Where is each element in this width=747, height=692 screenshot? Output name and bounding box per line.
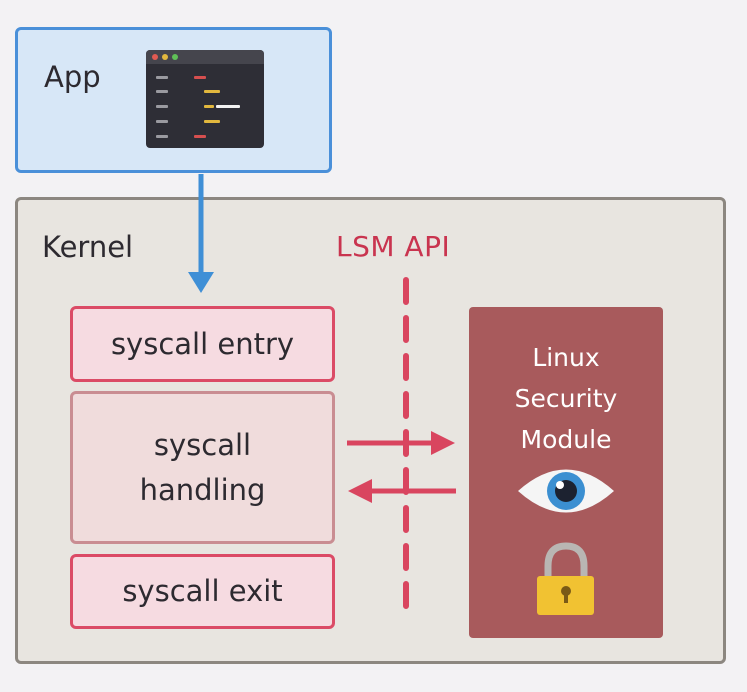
code-line — [216, 105, 240, 108]
syscall-handling-label-line1: syscall — [153, 427, 252, 462]
module-title-line: Module — [520, 425, 612, 454]
code-line — [156, 135, 168, 138]
code-line — [156, 90, 168, 93]
maximize-dot-icon — [172, 54, 178, 60]
minimize-dot-icon — [162, 54, 168, 60]
syscall-handling-label-line2: handling — [139, 472, 266, 507]
syscall-exit-box: syscall exit — [70, 554, 335, 629]
code-line — [156, 105, 168, 108]
syscall-entry-label: syscall entry — [110, 326, 295, 361]
code-line — [194, 135, 206, 138]
code-line — [194, 76, 206, 79]
module-title-line: Security — [514, 384, 618, 413]
code-line — [156, 76, 168, 79]
code-line — [204, 105, 214, 108]
window-titlebar — [146, 50, 264, 64]
code-line — [204, 90, 220, 93]
syscall-handling-box: syscall handling — [70, 391, 335, 544]
app-box: App — [15, 27, 332, 173]
module-title: Linux Security Module — [469, 337, 663, 460]
code-editor-icon — [146, 50, 264, 148]
close-dot-icon — [152, 54, 158, 60]
app-label: App — [44, 60, 101, 94]
code-line — [156, 120, 168, 123]
kernel-label: Kernel — [42, 230, 134, 264]
module-title-line: Linux — [532, 343, 600, 372]
linux-security-module-box: Linux Security Module — [469, 307, 663, 638]
syscall-exit-label: syscall exit — [122, 574, 283, 609]
code-line — [204, 120, 220, 123]
syscall-entry-box: syscall entry — [70, 306, 335, 382]
lsm-api-label: LSM API — [336, 230, 451, 263]
